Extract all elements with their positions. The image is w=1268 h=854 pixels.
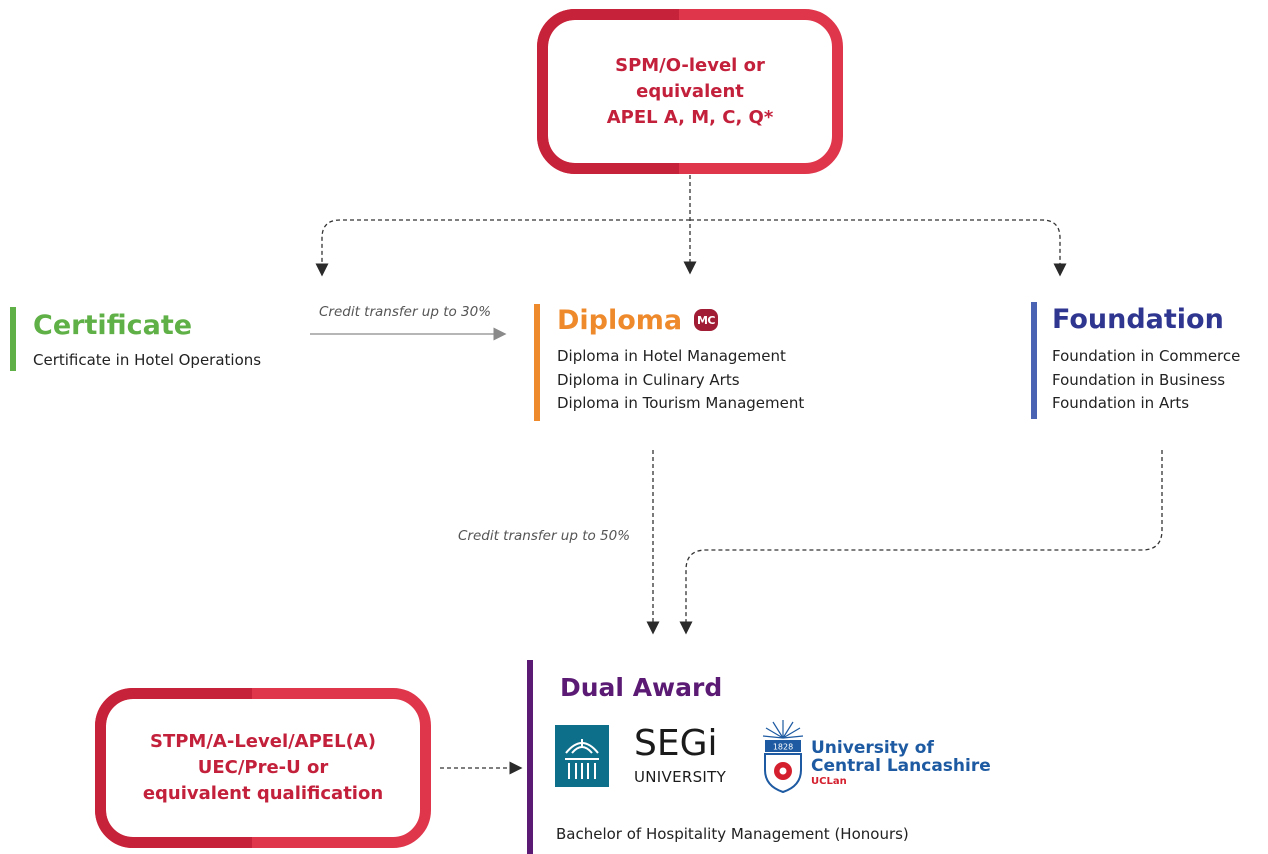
bottom-entry-requirement: STPM/A-Level/APEL(A) UEC/Pre-U or equiva… [95,688,431,848]
certificate-programmes: Certificate in Hotel Operations [33,349,261,373]
foundation-programmes: Foundation in Commerce Foundation in Bus… [1052,345,1240,416]
uclan-crest-icon: 1828 [761,718,805,794]
certificate-accent-bar [10,307,16,371]
uclan-year: 1828 [773,743,793,752]
segi-logo-icon [555,725,609,787]
connector-top-to-foundation [690,219,1067,277]
programme-item: Diploma in Culinary Arts [557,370,740,389]
top-entry-line-2: equivalent [636,80,744,102]
segi-name: SEGi [634,723,718,764]
credit-transfer-30-label: Credit transfer up to 30% [319,304,492,320]
bottom-entry-line-1: STPM/A-Level/APEL(A) [150,731,376,752]
diploma-accent-bar [534,304,540,421]
programme-item: Foundation in Business [1052,370,1226,389]
mc-badge: MC [694,309,718,331]
bottom-entry-text: STPM/A-Level/APEL(A) UEC/Pre-U or equiva… [143,729,383,807]
connector-foundation-to-dual [679,450,1163,635]
bottom-entry-line-3: equivalent qualification [142,783,384,804]
top-entry-text: SPM/O-level or equivalent APEL A, M, C, … [607,53,774,131]
certificate-heading: Certificate [33,310,193,341]
foundation-heading: Foundation [1052,304,1224,335]
uclan-short-name: UCLan [811,776,847,787]
programme-item: Foundation in Arts [1052,394,1190,412]
dual-award-heading: Dual Award [560,673,723,702]
programme-item: Certificate in Hotel Operations [33,351,262,369]
programme-item: Diploma in Tourism Management [557,394,805,412]
dual-award-accent-bar [527,660,533,854]
programme-item: Foundation in Commerce [1052,347,1241,365]
bottom-entry-line-2: UEC/Pre-U or [197,757,329,778]
foundation-accent-bar [1031,302,1037,419]
credit-transfer-50-label: Credit transfer up to 50% [458,528,631,544]
connector-top-to-certificate [315,219,690,277]
diploma-programmes: Diploma in Hotel Management Diploma in C… [557,345,804,416]
segi-university-label: UNIVERSITY [634,768,727,786]
programme-item: Diploma in Hotel Management [557,347,786,365]
diploma-heading: Diploma [557,305,683,336]
uclan-name-line-1: University of [811,738,934,758]
top-entry-requirement: SPM/O-level or equivalent APEL A, M, C, … [537,9,843,174]
top-entry-line-1: SPM/O-level or [615,54,765,76]
uclan-name-line-2: Central Lancashire [811,756,991,776]
top-entry-line-3: APEL A, M, C, Q* [606,106,774,128]
dual-award-programme: Bachelor of Hospitality Management (Hono… [556,825,909,843]
